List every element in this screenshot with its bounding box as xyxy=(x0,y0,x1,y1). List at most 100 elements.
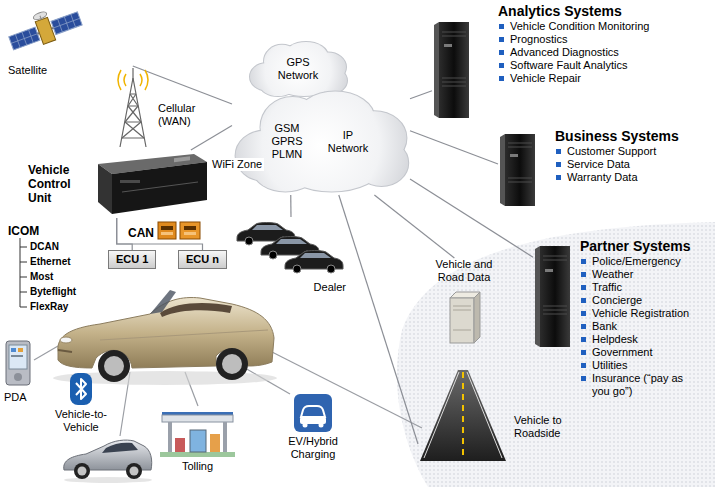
pda-icon-part xyxy=(14,373,22,381)
toll-plaza-icon-part xyxy=(190,430,206,452)
server-icon-part xyxy=(545,269,553,272)
list-item: Helpdesk xyxy=(580,333,702,346)
text-group: Cellular (WAN) xyxy=(158,102,216,128)
list-item-text: Warranty Data xyxy=(567,171,638,184)
list-item: Government xyxy=(580,346,702,359)
second-car-part xyxy=(130,467,139,476)
dealer-cars-icon xyxy=(236,217,346,275)
icom-tree xyxy=(20,238,27,307)
convertible-car-part xyxy=(150,290,176,314)
bullet-square xyxy=(499,76,504,81)
cloud-shape-part xyxy=(250,42,347,96)
cell-tower-icon-part-part xyxy=(145,70,148,90)
list-item: Concierge xyxy=(580,294,702,307)
cloud-text-group: GPS Network xyxy=(248,40,348,98)
text-group: Vehicle to Roadside xyxy=(514,414,590,440)
cloud-label: IP Network xyxy=(323,129,373,155)
list-item: Vehicle Registration xyxy=(580,307,702,320)
bullet-square xyxy=(556,149,561,154)
interface-item: FlexRay xyxy=(30,300,68,313)
road-data-node: Vehicle and Road Data xyxy=(432,258,496,345)
icon-caption: Satellite xyxy=(8,64,47,77)
list-item-text: Utilities xyxy=(592,359,627,372)
list-item: Prognostics xyxy=(498,33,649,46)
interface-item: Ethernet xyxy=(30,255,71,268)
control-unit-icon-part xyxy=(120,180,140,183)
satellite-icon-part xyxy=(8,2,83,55)
text-group: Dealer xyxy=(314,281,346,294)
pda-node: PDA xyxy=(4,340,32,404)
list-item: Bank xyxy=(580,320,702,333)
ev-charging-icon-part xyxy=(303,423,308,428)
list-item: Utilities xyxy=(580,359,702,372)
list-item-text: Government xyxy=(592,346,653,359)
dotted-region xyxy=(397,222,715,487)
convertible-car-part xyxy=(216,348,248,380)
pda-icon-part xyxy=(18,348,23,352)
second-car-part xyxy=(78,467,87,476)
business-server: Business SystemsCustomer SupportService … xyxy=(498,128,679,208)
analytics-server: Analytics SystemsVehicle Condition Monit… xyxy=(432,3,649,120)
icon-caption: Dealer xyxy=(314,281,346,294)
list-item-text: Prognostics xyxy=(510,33,567,46)
can-connector-icon-part xyxy=(184,232,196,235)
list-item-text: Weather xyxy=(592,268,633,281)
connector-line xyxy=(410,131,498,164)
toll-plaza-icon-part xyxy=(168,422,172,452)
text-group: Partner SystemsPolice/EmergencyWeatherTr… xyxy=(580,238,702,398)
icon-caption: Vehicle-to-Vehicle xyxy=(45,408,117,434)
list-item: Warranty Data xyxy=(555,171,679,184)
bullet-square xyxy=(581,259,586,264)
cloud-shape-part xyxy=(236,92,409,192)
bullet-square xyxy=(499,50,504,55)
server-icon-part xyxy=(540,246,570,347)
bullet-square xyxy=(499,37,504,42)
roadside-unit-icon-part xyxy=(474,292,480,343)
v2v-node: Vehicle-to-Vehicle xyxy=(45,372,117,434)
list-item: Service Data xyxy=(555,158,679,171)
toll-plaza-icon-part xyxy=(175,438,185,452)
cell-tower-icon-part-part xyxy=(118,70,121,90)
layout-lines-part xyxy=(34,346,58,360)
second-car-part xyxy=(74,463,90,479)
icom-tree-part xyxy=(20,238,21,307)
satellite-icon xyxy=(8,2,83,60)
connector-line xyxy=(290,195,291,217)
satellite-icon-part-part xyxy=(9,27,40,50)
icon-caption: Tolling xyxy=(182,460,213,473)
bullet-square xyxy=(581,363,586,368)
system-heading: Partner Systems xyxy=(580,238,702,255)
icon-caption: Vehicle and Road Data xyxy=(432,258,496,284)
gps-cloud: GPS Network xyxy=(248,40,348,98)
list-item: Customer Support xyxy=(555,145,679,158)
satellite-icon-part-part xyxy=(37,28,53,34)
can-connector-icon-part xyxy=(184,226,196,230)
ev-charging-icon-part xyxy=(301,406,325,417)
connector-line xyxy=(191,125,232,150)
icom-tree-part xyxy=(20,247,27,307)
text-group: Business SystemsCustomer SupportService … xyxy=(555,128,679,184)
text-group: Vehicle Control Unit xyxy=(28,163,88,205)
second-car-part xyxy=(64,477,152,483)
list-item-text: Helpdesk xyxy=(592,333,638,346)
connector-line xyxy=(374,195,454,258)
control-unit-icon xyxy=(94,150,209,218)
icon-caption: Vehicle to Roadside xyxy=(514,414,590,440)
convertible-car-part xyxy=(60,337,72,343)
bullet-square xyxy=(581,311,586,316)
convertible-car-part xyxy=(100,330,268,340)
bus-label: CAN xyxy=(128,226,154,240)
bluetooth-icon xyxy=(69,372,93,406)
bullet-square xyxy=(499,63,504,68)
list-item: Police/Emergency xyxy=(580,255,702,268)
cloud-label: GSM GPRS PLMN xyxy=(269,122,305,161)
toll-plaza-icon xyxy=(160,408,235,458)
server-icon-part xyxy=(510,154,518,157)
roadside-node: Vehicle to Roadside xyxy=(418,368,590,463)
can-connector-icon-part xyxy=(158,222,176,239)
server-icon-part xyxy=(500,134,505,206)
roadside-unit-icon-part xyxy=(453,306,471,330)
interface-item: Most xyxy=(30,270,53,283)
can-connector-icon-part xyxy=(161,232,173,235)
